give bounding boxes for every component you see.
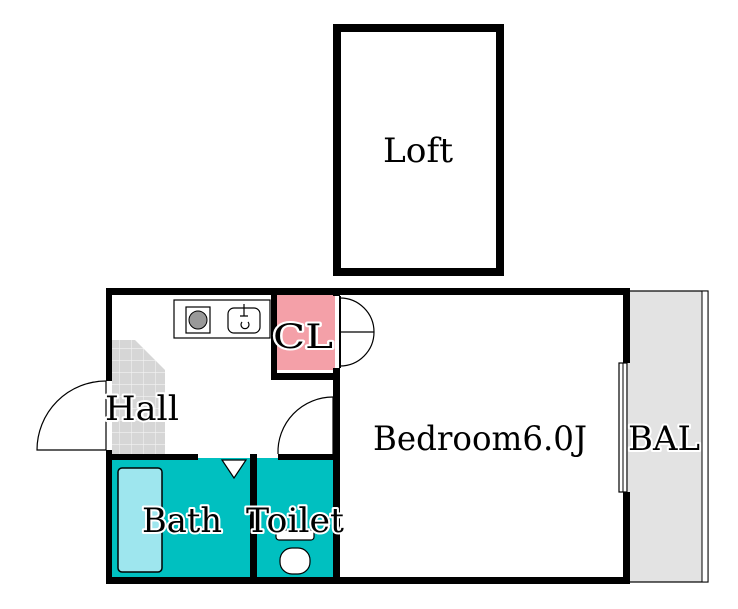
faucet-icon [240,304,250,330]
doors [36,296,375,480]
loft-room [333,24,504,276]
balcony-window [618,362,628,493]
toilet-label: Toilet [246,501,344,541]
bath-label: Bath [142,501,222,541]
hall-label: Hall [105,389,179,429]
bedroom-label: Bedroom6.0J [373,419,587,459]
walls [106,288,630,584]
closet-area [275,295,335,370]
stove-icon [188,310,208,330]
kitchen-counter [173,299,271,339]
toilet-bowl-icon [275,529,315,575]
balcony-label: BAL [628,419,700,459]
hall-tile-area [112,340,165,455]
bathtub [117,467,163,573]
balcony-area [626,290,709,583]
loft-label: Loft [383,131,453,171]
closet-label: CL [273,317,333,357]
